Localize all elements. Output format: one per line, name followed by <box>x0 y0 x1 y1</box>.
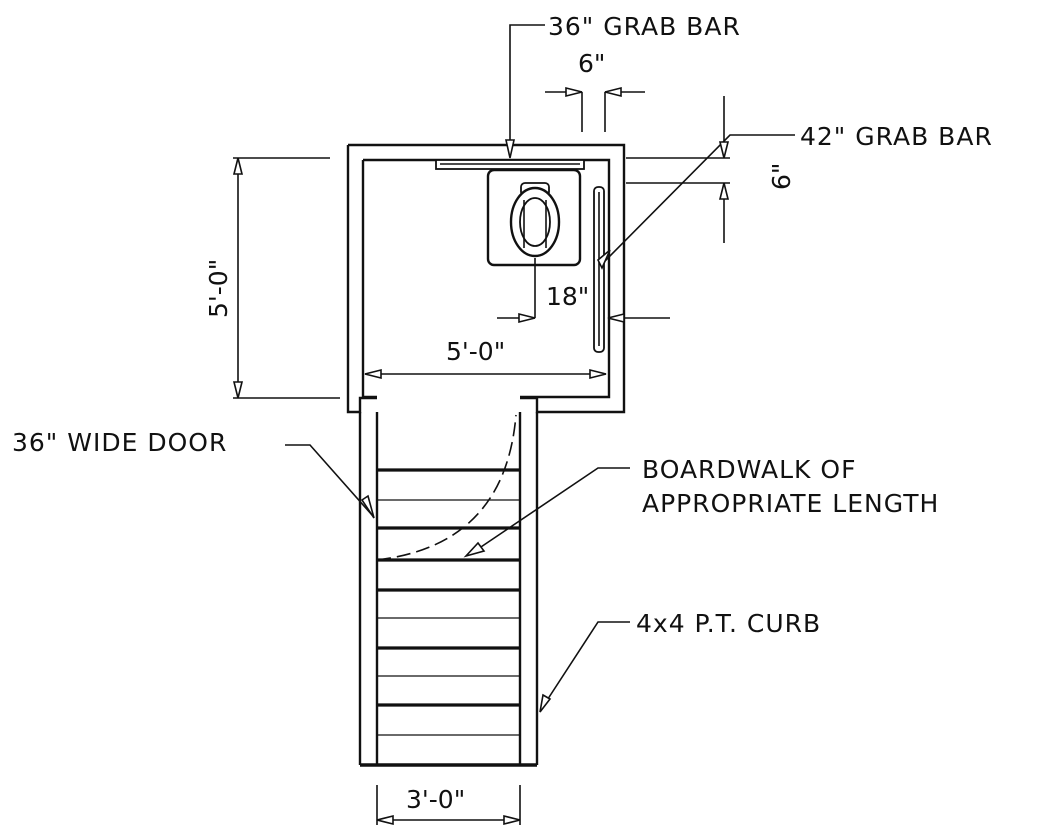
grab-bar-36-leader <box>505 24 545 159</box>
wide-door-leader <box>285 444 375 519</box>
grab-bar-side-offset-label: 6" <box>767 163 796 190</box>
grab-bar-side-offset-dimension <box>626 96 730 243</box>
grab-bar-42-label: 42" GRAB BAR <box>800 122 993 151</box>
grab-bar-36-label: 36" GRAB BAR <box>548 12 741 41</box>
room-width-label: 5'-0" <box>446 337 505 366</box>
grab-bar-42-leader <box>597 134 795 270</box>
walkway-width-label: 3'-0" <box>406 785 465 814</box>
boardwalk-label-line1: BOARDWALK OF <box>642 455 856 484</box>
curb-label: 4x4 P.T. CURB <box>636 609 821 638</box>
boardwalk <box>358 412 539 767</box>
grab-bar-top-offset-dimension <box>545 86 645 132</box>
boardwalk-label-line2: APPROPRIATE LENGTH <box>642 489 939 518</box>
walkway-width-dimension <box>376 785 521 826</box>
curb-leader <box>539 621 630 713</box>
toilet-offset-dimension <box>497 258 670 324</box>
restroom-enclosure <box>346 143 626 414</box>
toilet-offset-label: 18" <box>546 282 589 311</box>
grab-bar-top-offset-label: 6" <box>578 49 605 78</box>
room-width-dimension <box>364 368 607 380</box>
boardwalk-leader <box>463 467 630 558</box>
grab-bar-36 <box>435 159 585 170</box>
grab-bar-42 <box>593 186 605 353</box>
toilet-fixture <box>486 168 582 267</box>
room-height-label: 5'-0" <box>204 259 233 318</box>
room-height-dimension <box>232 157 340 399</box>
wide-door-label: 36" WIDE DOOR <box>12 428 227 457</box>
